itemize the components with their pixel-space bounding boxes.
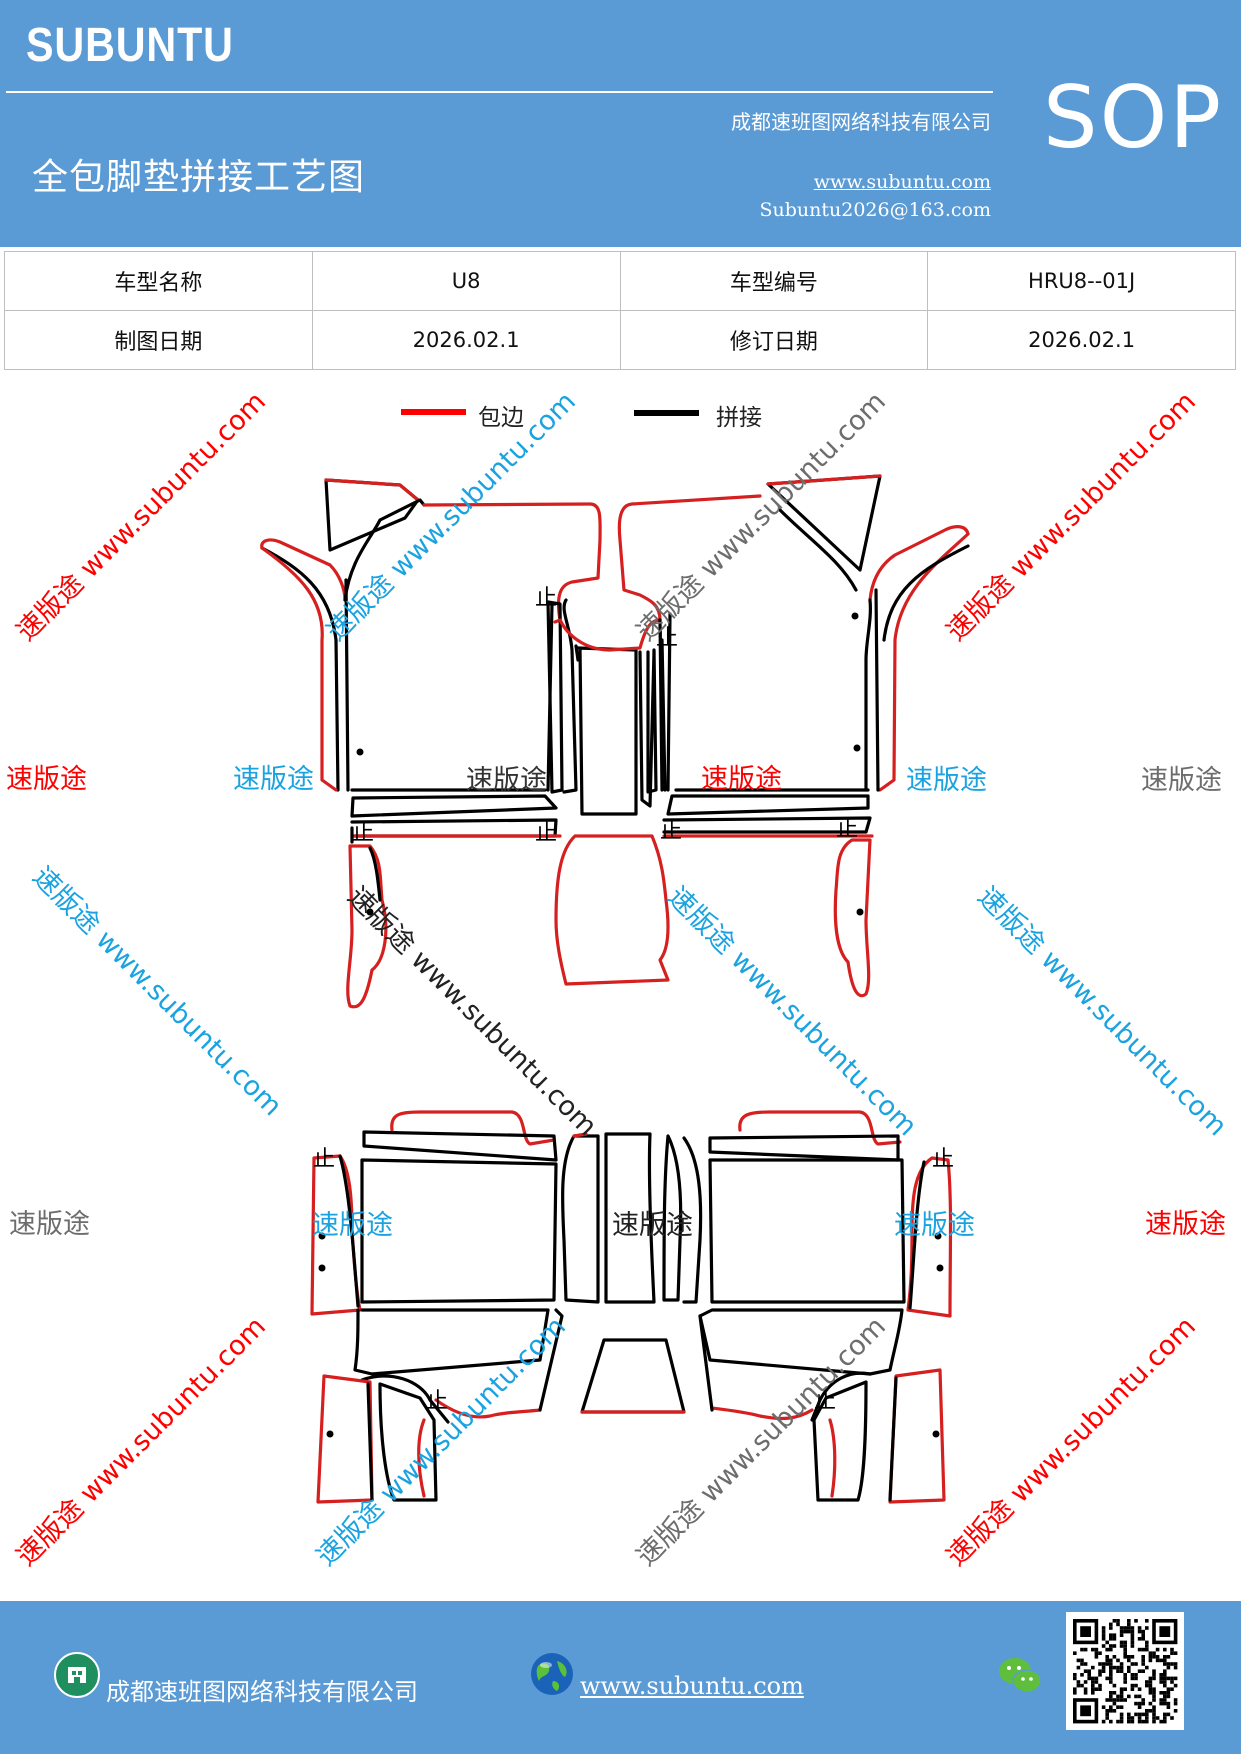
stop-mark: 止	[656, 626, 678, 651]
company-name: 成都速班图网络科技有限公司	[731, 110, 991, 134]
footer-company: 成都速班图网络科技有限公司	[106, 1678, 418, 1706]
website-link[interactable]: www.subuntu.com	[813, 171, 991, 193]
legend-seam-swatch	[634, 410, 699, 416]
watermark: 速版途	[906, 765, 987, 796]
watermark: 速版途	[6, 764, 87, 795]
front-right-mat	[617, 474, 970, 998]
stop-mark: 止	[535, 586, 557, 611]
stop-mark: 止	[426, 1389, 448, 1414]
stop-mark: 止	[535, 821, 557, 846]
wechat-icon[interactable]	[996, 1654, 1044, 1696]
watermark: 速版途	[701, 764, 782, 795]
stop-mark: 止	[313, 1147, 335, 1172]
front-center-floor	[554, 834, 670, 986]
table-row: 制图日期 2026.02.1 修订日期 2026.02.1	[4, 310, 1236, 370]
brand-logo: SUBUNTU	[26, 19, 234, 72]
front-console-mat	[558, 618, 662, 816]
legend-seam-label: 拼接	[716, 405, 762, 431]
model-code-label: 车型编号	[619, 251, 929, 311]
model-name-label: 车型名称	[4, 251, 313, 311]
revise-date-label: 修订日期	[619, 310, 929, 370]
stop-mark: 止	[932, 1147, 954, 1172]
watermark: 速版途	[1141, 765, 1222, 796]
legend-edge-swatch	[401, 409, 466, 415]
footer-website-link[interactable]: www.subuntu.com	[580, 1672, 804, 1700]
rear-mats	[310, 1110, 953, 1504]
watermark: 速版途	[1145, 1209, 1226, 1240]
stop-mark: 止	[352, 821, 374, 846]
watermark: 速版途	[312, 1210, 393, 1241]
front-left-inner-edge	[546, 602, 554, 792]
email-address[interactable]: Subuntu2026@163.com	[759, 199, 991, 221]
building-icon	[54, 1652, 100, 1698]
front-left-mat	[260, 478, 602, 1009]
stop-mark: 止	[660, 819, 682, 844]
stop-mark: 止	[814, 1389, 836, 1414]
model-name-value: U8	[311, 251, 621, 311]
watermark: 速版途	[9, 1209, 90, 1240]
watermark: 速版途	[894, 1210, 975, 1241]
header-divider	[6, 91, 993, 93]
qr-code[interactable]	[1066, 1612, 1184, 1730]
header-banner: SUBUNTU 成都速班图网络科技有限公司 全包脚垫拼接工艺图 www.subu…	[0, 0, 1241, 247]
model-code-value: HRU8--01J	[927, 251, 1236, 311]
page-title: 全包脚垫拼接工艺图	[32, 157, 366, 198]
doc-type-label: SOP	[1043, 68, 1224, 168]
globe-icon	[531, 1653, 573, 1695]
watermark: 速版途	[612, 1210, 693, 1241]
legend-edge-label: 包边	[478, 405, 524, 431]
draw-date-label: 制图日期	[4, 310, 313, 370]
revise-date-value: 2026.02.1	[927, 310, 1236, 370]
watermark: 速版途	[233, 764, 314, 795]
draw-date-value: 2026.02.1	[311, 310, 621, 370]
watermark: 速版途	[466, 765, 547, 796]
info-table: 车型名称 U8 车型编号 HRU8--01J 制图日期 2026.02.1 修订…	[4, 251, 1236, 370]
stop-mark: 止	[836, 817, 858, 842]
table-row: 车型名称 U8 车型编号 HRU8--01J	[4, 251, 1236, 311]
